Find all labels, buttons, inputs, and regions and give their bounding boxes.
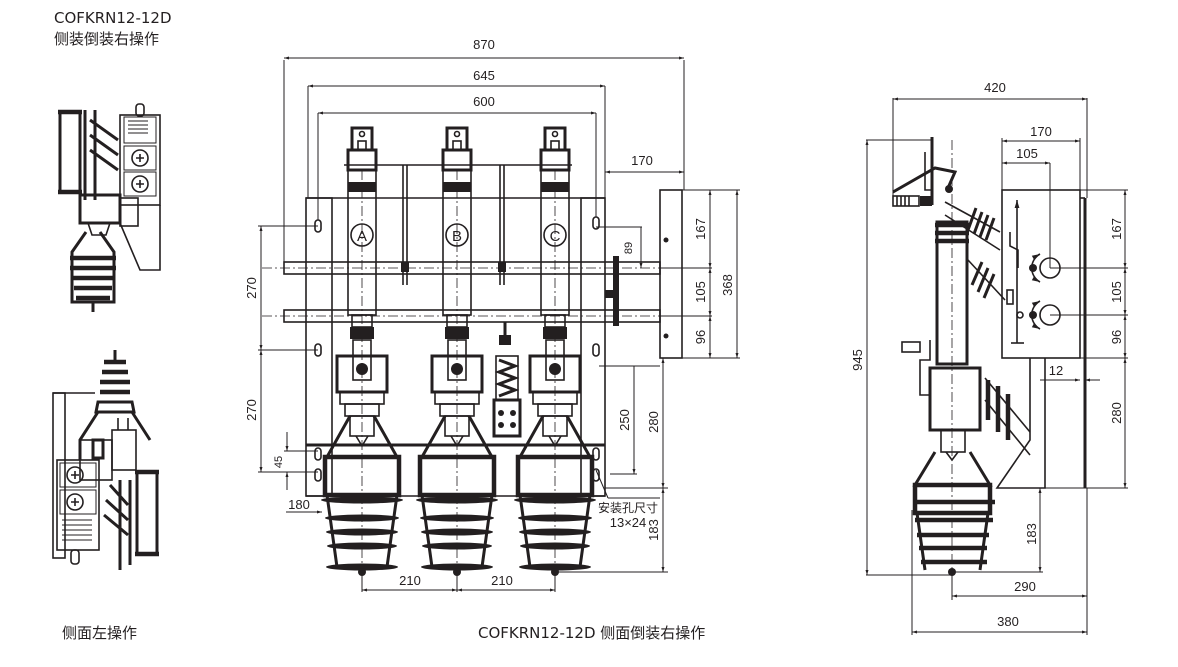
side-view: 420 170 105 945 167 105 [850,80,1128,635]
dim-frame-width: 645 [473,68,495,83]
dim-small-pitch: 45 [273,456,285,468]
phase-label-b: B [452,228,462,245]
side-dim-overall-depth: 420 [984,80,1006,95]
side-dim-shaft-offset: 105 [1016,146,1038,161]
dim-upper-span: 167 [693,218,708,240]
dim-shaft-spacing: 105 [693,281,708,303]
dim-panel-height: 368 [720,274,735,296]
dim-overall-width: 870 [473,37,495,52]
phase-label-c: C [550,228,561,245]
dim-mount-width: 600 [473,94,495,109]
mount-hole-size: 13×24 [610,515,647,530]
dim-fuse-height: 183 [646,519,661,541]
phase-label-a: A [357,228,367,245]
side-dim-base-height: 280 [1109,402,1124,424]
thumbnail-top-view [58,103,161,312]
dim-phase-pitch-2: 210 [491,573,513,588]
side-dim-overall-height: 945 [850,349,865,371]
left-view-caption: 侧面左操作 [62,624,138,642]
top-caption-model: COFKRN12-12D [54,9,172,27]
phase-label-circle [445,223,469,247]
side-dim-lower-span: 96 [1109,330,1124,344]
phase-assembly-a: A [321,126,403,576]
dim-side-offset: 170 [631,153,653,168]
thumbnail-left-operation-view [52,350,159,570]
side-control-box [1001,189,1081,359]
dim-fuse-width: 180 [288,497,310,512]
side-dim-base-depth: 380 [997,614,1019,629]
earthing-rods [344,164,572,285]
phase-assembly-c: C [514,126,596,576]
side-dim-centre-depth: 290 [1014,579,1036,594]
mount-hole-note: 安装孔尺寸 [598,500,658,515]
spring-mechanism [492,322,522,438]
dim-phase-pitch-1: 210 [399,573,421,588]
side-dimensions: 420 170 105 945 167 105 [850,80,1128,635]
front-dimensions: 870 645 600 170 89 [244,37,740,592]
dim-hole-to-base: 250 [617,409,632,431]
dim-hole-pitch-lower: 270 [244,399,259,421]
phase-label-circle [350,223,374,247]
front-view: A B C 870 [244,37,740,592]
side-dim-fuse-height: 183 [1024,523,1039,545]
phase-label-circle [543,223,567,247]
main-view-caption: COFKRN12-12D 侧面倒装右操作 [478,624,706,642]
dim-hole-offset: 89 [623,242,635,254]
side-dim-panel-depth: 170 [1030,124,1052,139]
dim-base-height: 280 [646,411,661,433]
dim-hole-pitch-upper: 270 [244,277,259,299]
side-dim-gap: 12 [1049,363,1063,378]
top-caption-description: 侧装倒装右操作 [54,30,160,48]
top-caption: COFKRN12-12D 侧装倒装右操作 [54,8,172,50]
side-dim-shaft-spacing: 105 [1109,281,1124,303]
dim-lower-span: 96 [693,330,708,344]
side-operating-panel [659,189,683,359]
phase-assembly-b: B [416,126,498,576]
side-dim-upper-span: 167 [1109,218,1124,240]
